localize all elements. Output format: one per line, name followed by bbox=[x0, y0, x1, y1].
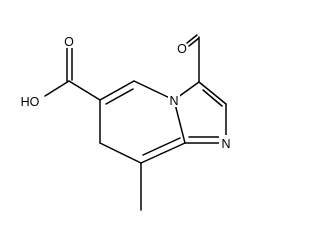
bond-c7-c8 bbox=[99, 142, 142, 164]
bond-c8a-n4 bbox=[173, 99, 186, 144]
bond-formyl-co-1 bbox=[186, 34, 198, 44]
atom-labels: O N N O HO bbox=[16, 33, 233, 151]
atom-carboxyl-oxygen: O bbox=[64, 35, 74, 49]
bond-c3-c2-inner bbox=[202, 89, 223, 107]
bond-c8-c8a bbox=[140, 142, 186, 164]
chemical-structure: O N N O HO bbox=[16, 33, 233, 211]
bond-c5-c6-inner bbox=[105, 88, 134, 105]
bond-c6-carboxyl bbox=[68, 80, 101, 101]
bond-c3-c2 bbox=[198, 81, 227, 105]
atom-ring-nitrogen-imidazole: N bbox=[221, 137, 230, 151]
bond-formyl-co-2 bbox=[188, 37, 200, 47]
bond-n4-c5 bbox=[133, 80, 175, 101]
atom-carboxyl-hydroxyl: HO bbox=[21, 95, 40, 109]
bond-lines bbox=[44, 34, 227, 211]
bond-carboxyl-oh bbox=[44, 80, 70, 97]
atom-ring-nitrogen-bridge: N bbox=[169, 94, 178, 108]
bond-c5-c6 bbox=[99, 80, 135, 101]
atom-formyl-oxygen: O bbox=[177, 42, 187, 56]
bond-c8-c8a-inner bbox=[142, 137, 181, 156]
